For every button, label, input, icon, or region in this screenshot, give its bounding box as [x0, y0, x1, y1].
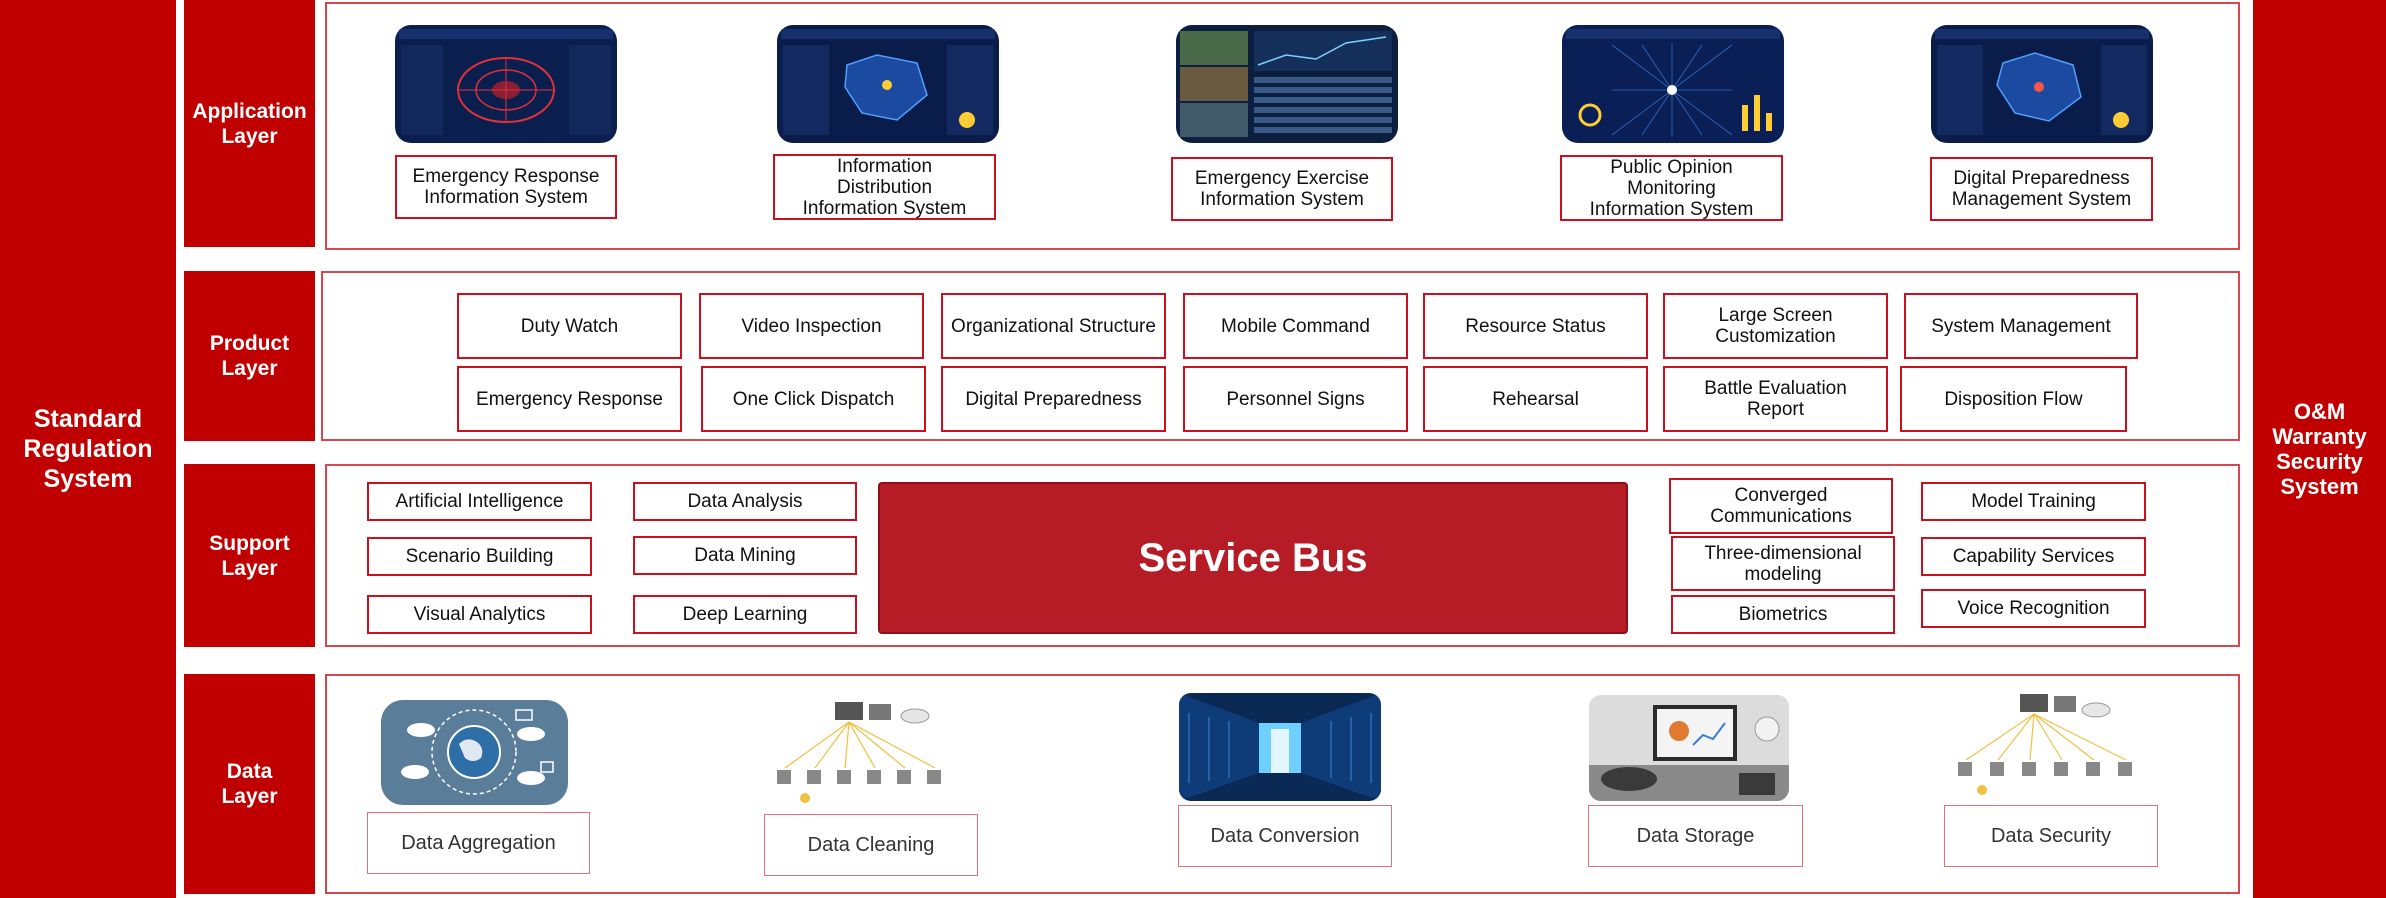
product-item-label: Large Screen Customization — [1715, 305, 1836, 347]
app-system-box[interactable]: Information Distribution Information Sys… — [773, 154, 996, 220]
support-item-label: Biometrics — [1738, 604, 1828, 625]
cloud-world-illustration — [381, 700, 568, 805]
app-system-box[interactable]: Emergency Exercise Information System — [1171, 157, 1393, 221]
dashboard-screenshot-information-distribution — [777, 25, 999, 143]
product-item-label: Mobile Command — [1221, 315, 1370, 337]
data-layer-label: Data Layer — [221, 760, 278, 808]
product-item[interactable]: Video Inspection — [699, 293, 924, 359]
support-item[interactable]: Model Training — [1921, 482, 2146, 521]
support-item-label: Three-dimensional modeling — [1704, 542, 1862, 585]
product-item[interactable]: Rehearsal — [1423, 366, 1648, 432]
support-item-label: Converged Communications — [1710, 485, 1852, 527]
product-item-label: Duty Watch — [520, 315, 619, 337]
product-item-label: Emergency Response — [476, 388, 663, 410]
support-item-label: Scenario Building — [405, 546, 554, 567]
product-item-label: Digital Preparedness — [965, 388, 1142, 410]
data-item-label: Data Security — [1990, 824, 2112, 847]
product-item[interactable]: Mobile Command — [1183, 293, 1408, 359]
support-item-label: Voice Recognition — [1957, 598, 2110, 619]
product-item[interactable]: Digital Preparedness — [941, 366, 1166, 432]
support-item-label: Visual Analytics — [413, 604, 546, 625]
product-item[interactable]: Resource Status — [1423, 293, 1648, 359]
app-system-label: Information Distribution Information Sys… — [802, 155, 967, 219]
product-item-label: Organizational Structure — [951, 315, 1156, 337]
product-item-label: Rehearsal — [1492, 388, 1579, 410]
product-item[interactable]: Disposition Flow — [1900, 366, 2127, 432]
app-system-box[interactable]: Digital Preparedness Management System — [1930, 157, 2153, 221]
support-item-label: Data Mining — [694, 545, 796, 566]
support-item-label: Artificial Intelligence — [395, 491, 564, 512]
data-item[interactable]: Data Cleaning — [764, 814, 978, 876]
laptop-analytics-photo — [1589, 695, 1789, 801]
data-layer-label-block: Data Layer — [184, 674, 315, 894]
network-cleaning-illustration — [765, 698, 975, 810]
support-item[interactable]: Biometrics — [1671, 595, 1895, 634]
support-layer-label-block: Support Layer — [184, 464, 315, 647]
support-item[interactable]: Deep Learning — [633, 595, 857, 634]
app-system-label: Digital Preparedness Management System — [1951, 168, 2132, 210]
app-system-box[interactable]: Public Opinion Monitoring Information Sy… — [1560, 155, 1783, 221]
service-bus-label: Service Bus — [1138, 535, 1368, 580]
product-item-label: Personnel Signs — [1226, 388, 1365, 410]
data-item-label: Data Aggregation — [401, 831, 556, 854]
application-layer-label-block: Application Layer — [184, 0, 315, 247]
application-layer-label: Application Layer — [192, 99, 307, 148]
product-item[interactable]: Personnel Signs — [1183, 366, 1408, 432]
standard-regulation-bar: Standard Regulation System — [0, 0, 176, 898]
service-bus-block[interactable]: Service Bus — [878, 482, 1628, 634]
app-system-label: Emergency Response Information System — [412, 166, 600, 208]
support-item[interactable]: Data Analysis — [633, 482, 857, 521]
product-item[interactable]: Emergency Response — [457, 366, 682, 432]
support-item-label: Capability Services — [1952, 546, 2115, 567]
data-item-label: Data Storage — [1636, 824, 1755, 847]
product-item[interactable]: Organizational Structure — [941, 293, 1166, 359]
om-warranty-label: O&M Warranty Security System — [2272, 399, 2367, 499]
data-center-photo — [1179, 693, 1381, 801]
network-security-illustration — [1946, 690, 2158, 802]
support-item[interactable]: Voice Recognition — [1921, 589, 2146, 628]
data-item[interactable]: Data Aggregation — [367, 812, 590, 874]
data-item[interactable]: Data Conversion — [1178, 805, 1392, 867]
standard-regulation-label: Standard Regulation System — [23, 405, 153, 493]
support-item-label: Data Analysis — [687, 491, 803, 512]
om-warranty-bar: O&M Warranty Security System — [2253, 0, 2386, 898]
support-item-label: Deep Learning — [682, 604, 808, 625]
product-item-label: Resource Status — [1465, 315, 1606, 337]
product-item-label: Disposition Flow — [1944, 388, 2083, 410]
support-item[interactable]: Data Mining — [633, 536, 857, 575]
app-system-label: Emergency Exercise Information System — [1194, 168, 1370, 210]
product-item[interactable]: Duty Watch — [457, 293, 682, 359]
product-item-label: System Management — [1931, 315, 2111, 337]
support-item[interactable]: Scenario Building — [367, 537, 592, 576]
data-item-label: Data Cleaning — [807, 833, 935, 856]
product-item[interactable]: System Management — [1904, 293, 2138, 359]
support-item[interactable]: Visual Analytics — [367, 595, 592, 634]
dashboard-screenshot-emergency-response — [395, 25, 617, 143]
app-system-box[interactable]: Emergency Response Information System — [395, 155, 617, 219]
product-item-label: Battle Evaluation Report — [1704, 378, 1847, 420]
product-item[interactable]: One Click Dispatch — [701, 366, 926, 432]
product-item-label: One Click Dispatch — [732, 388, 895, 410]
support-item[interactable]: Converged Communications — [1669, 478, 1893, 534]
product-layer-label-block: Product Layer — [184, 271, 315, 441]
product-item[interactable]: Large Screen Customization — [1663, 293, 1888, 359]
support-item[interactable]: Three-dimensional modeling — [1671, 536, 1895, 591]
support-item[interactable]: Artificial Intelligence — [367, 482, 592, 521]
app-system-label: Public Opinion Monitoring Information Sy… — [1589, 156, 1754, 220]
support-item[interactable]: Capability Services — [1921, 537, 2146, 576]
data-item[interactable]: Data Security — [1944, 805, 2158, 867]
support-layer-label: Support Layer — [209, 531, 290, 580]
dashboard-screenshot-public-opinion — [1562, 25, 1784, 143]
product-item[interactable]: Battle Evaluation Report — [1663, 366, 1888, 432]
dashboard-screenshot-digital-preparedness — [1931, 25, 2153, 143]
dashboard-screenshot-emergency-exercise — [1176, 25, 1398, 143]
data-item[interactable]: Data Storage — [1588, 805, 1803, 867]
support-item-label: Model Training — [1971, 491, 2096, 512]
product-item-label: Video Inspection — [741, 315, 882, 337]
product-layer-label: Product Layer — [209, 332, 290, 380]
data-item-label: Data Conversion — [1210, 824, 1360, 847]
